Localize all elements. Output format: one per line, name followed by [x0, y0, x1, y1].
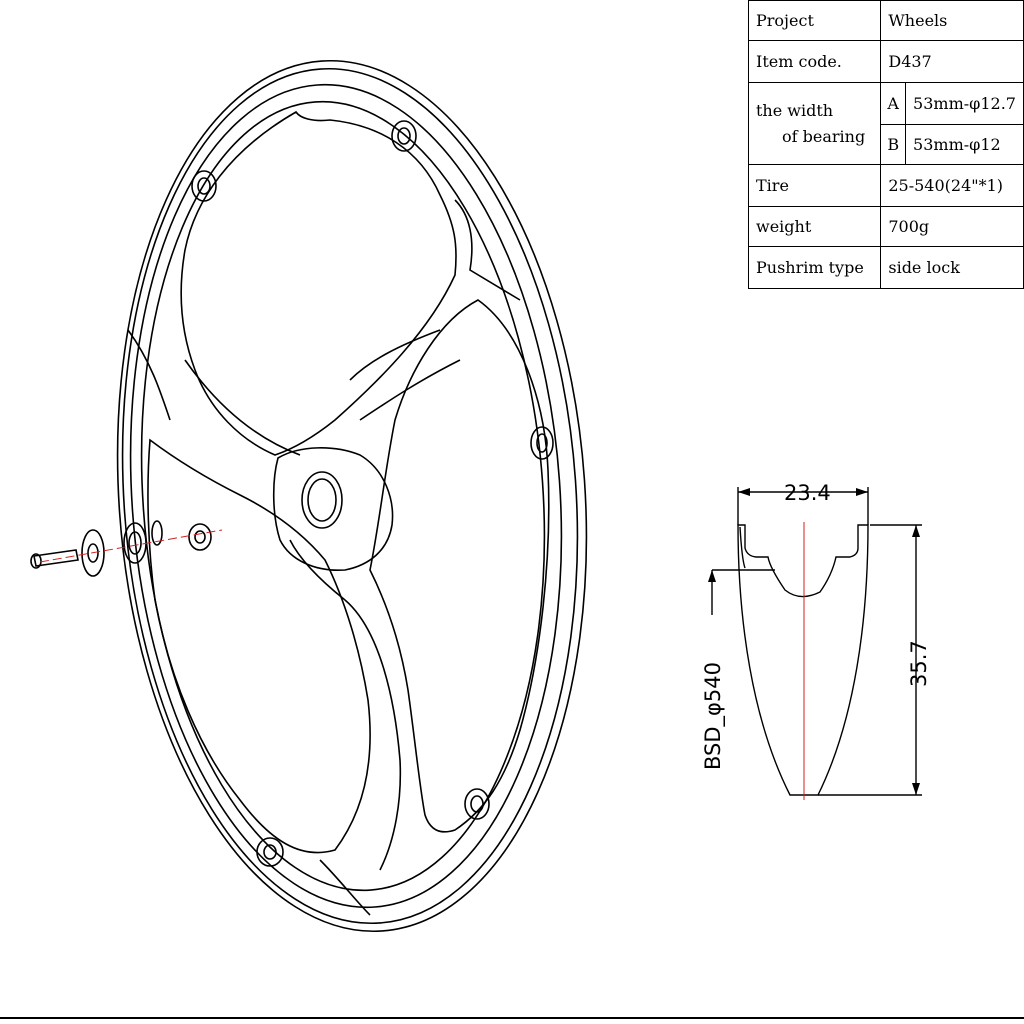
rim-outer-edge — [116, 59, 588, 933]
hub-bore-outer — [301, 471, 343, 529]
rim-profile — [737, 524, 869, 796]
project-label: Project — [747, 0, 882, 41]
rim-outer-edge-2 — [121, 67, 579, 925]
bolt — [391, 120, 417, 152]
bearing-b-value: 53mm-φ12 — [905, 124, 1024, 165]
item-code-value: D437 — [880, 40, 1024, 83]
spoke-line — [127, 329, 171, 421]
spoke-line — [349, 329, 441, 381]
height-dimension: 35.7 — [907, 640, 931, 687]
pushrim-label: Pushrim type — [747, 246, 882, 289]
rim-profile-detail — [739, 526, 746, 569]
bearing-width-label: the width of bearing — [747, 82, 882, 165]
bearing-ring — [151, 520, 163, 546]
pushrim-value: side lock — [880, 246, 1024, 289]
washer — [81, 529, 105, 577]
width-dimension: 23.4 — [784, 481, 831, 505]
rim-cross-section — [711, 487, 922, 796]
disc-edge — [140, 100, 546, 892]
axle-assembly — [30, 520, 212, 577]
weight-value: 700g — [880, 206, 1024, 247]
washer-hole — [87, 543, 99, 563]
frame-bottom-border — [0, 1017, 1024, 1019]
spoke-line — [359, 359, 461, 421]
bolt — [530, 426, 554, 460]
spoke-line — [319, 859, 371, 916]
rim-bolts — [123, 120, 554, 867]
bolt — [256, 837, 284, 867]
spoke-line — [184, 359, 301, 456]
lower-spoke-window — [147, 438, 371, 854]
axle-center-line — [39, 529, 223, 563]
right-spoke-window — [369, 299, 550, 833]
weight-label: weight — [747, 206, 882, 247]
rim-inner-edge — [129, 83, 563, 909]
wheel — [30, 59, 588, 933]
spoke-line — [454, 199, 521, 301]
bearing-cap — [188, 523, 212, 551]
axle-pin-head — [30, 553, 42, 569]
bearing-b-key: B — [880, 124, 907, 165]
bearing-a-value: 53mm-φ12.7 — [905, 82, 1024, 125]
bsd-dimension: BSD_φ540 — [701, 662, 726, 770]
bearing-label-line1: the width — [756, 100, 834, 120]
spoke-line — [344, 599, 402, 871]
bolt — [191, 170, 217, 202]
axle-pin — [33, 549, 79, 567]
project-value: Wheels — [880, 0, 1024, 41]
spec-table: Project Wheels Item code. D437 the width… — [747, 0, 1024, 289]
upper-spoke-window — [180, 110, 457, 456]
bolt — [464, 788, 490, 820]
bearing-label-line2: of bearing — [782, 126, 866, 146]
hub-bore-inner — [307, 478, 337, 522]
dim-arrows — [708, 488, 920, 795]
hub-body — [272, 447, 394, 571]
spoke-line — [289, 539, 346, 601]
bearing-cap-hole — [194, 530, 206, 544]
